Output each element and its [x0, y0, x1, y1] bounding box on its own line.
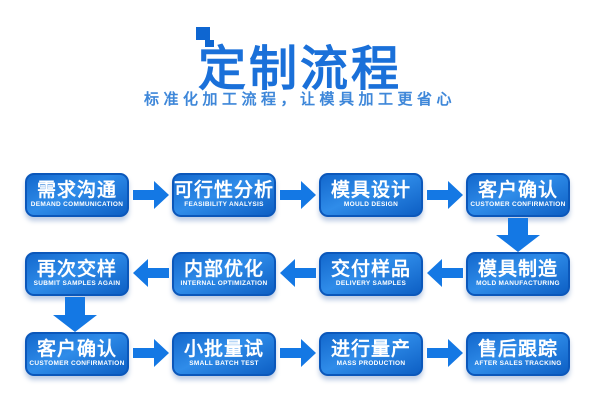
step-title: 可行性分析 [174, 180, 275, 202]
step-subtitle: MASS PRODUCTION [336, 360, 406, 368]
step-title: 模具制造 [477, 259, 558, 281]
arrow-down-icon [53, 297, 97, 332]
step-subtitle: SUBMIT SAMPLES AGAIN [33, 280, 121, 288]
step-title: 客户确认 [36, 339, 117, 361]
arrow-right-icon [133, 339, 169, 367]
step-title: 交付样品 [330, 259, 411, 281]
step-subtitle: INTERNAL OPTIMIZATION [180, 280, 268, 288]
step-subtitle: DEMAND COMMUNICATION [30, 201, 124, 209]
arrow-left-icon [427, 259, 463, 287]
arrow-left-icon [133, 259, 169, 287]
step-title: 小批量试 [183, 339, 264, 361]
flow-step-internal-optimization: 内部优化 INTERNAL OPTIMIZATION [172, 252, 276, 296]
step-title: 客户确认 [477, 180, 558, 202]
flow-step-customer-confirmation-2: 客户确认 CUSTOMER CONFIRMATION [25, 332, 129, 376]
arrow-down-icon [496, 218, 540, 252]
step-subtitle: CUSTOMER CONFIRMATION [470, 201, 566, 209]
flow-step-mold-manufacturing: 模具制造 MOLD MANUFACTURING [466, 252, 570, 296]
arrow-right-icon [427, 339, 463, 367]
arrow-left-icon [280, 259, 316, 287]
arrow-right-icon [280, 181, 316, 209]
page-subtitle: 标准化加工流程，让模具加工更省心 [143, 91, 456, 108]
flow-step-customer-confirmation-1: 客户确认 CUSTOMER CONFIRMATION [466, 173, 570, 217]
step-title: 再次交样 [36, 259, 117, 281]
step-subtitle: AFTER SALES TRACKING [474, 360, 562, 368]
flow-step-small-batch-test: 小批量试 SMALL BATCH TEST [172, 332, 276, 376]
flow-step-mass-production: 进行量产 MASS PRODUCTION [319, 332, 423, 376]
step-subtitle: MOLD MANUFACTURING [476, 280, 560, 288]
step-subtitle: SMALL BATCH TEST [189, 360, 259, 368]
arrow-right-icon [427, 181, 463, 209]
step-title: 内部优化 [183, 259, 264, 281]
quote-decoration-icon [196, 27, 216, 47]
flow-step-after-sales-tracking: 售后跟踪 AFTER SALES TRACKING [466, 332, 570, 376]
step-subtitle: FEASIBILITY ANALYSIS [184, 201, 264, 209]
arrow-right-icon [133, 181, 169, 209]
flow-step-demand-communication: 需求沟通 DEMAND COMMUNICATION [25, 173, 129, 217]
page-title: 定制流程 [197, 43, 402, 97]
flow-step-submit-samples-again: 再次交样 SUBMIT SAMPLES AGAIN [25, 252, 129, 296]
step-title: 需求沟通 [36, 180, 117, 202]
flow-step-delivery-samples: 交付样品 DELIVERY SAMPLES [319, 252, 423, 296]
flow-step-mould-design: 模具设计 MOULD DESIGN [319, 173, 423, 217]
step-subtitle: CUSTOMER CONFIRMATION [29, 360, 125, 368]
step-title: 售后跟踪 [477, 339, 558, 361]
flow-step-feasibility-analysis: 可行性分析 FEASIBILITY ANALYSIS [172, 173, 276, 217]
step-subtitle: MOULD DESIGN [343, 201, 399, 209]
step-title: 进行量产 [330, 339, 411, 361]
step-subtitle: DELIVERY SAMPLES [335, 280, 407, 288]
arrow-right-icon [280, 339, 316, 367]
step-title: 模具设计 [330, 180, 411, 202]
